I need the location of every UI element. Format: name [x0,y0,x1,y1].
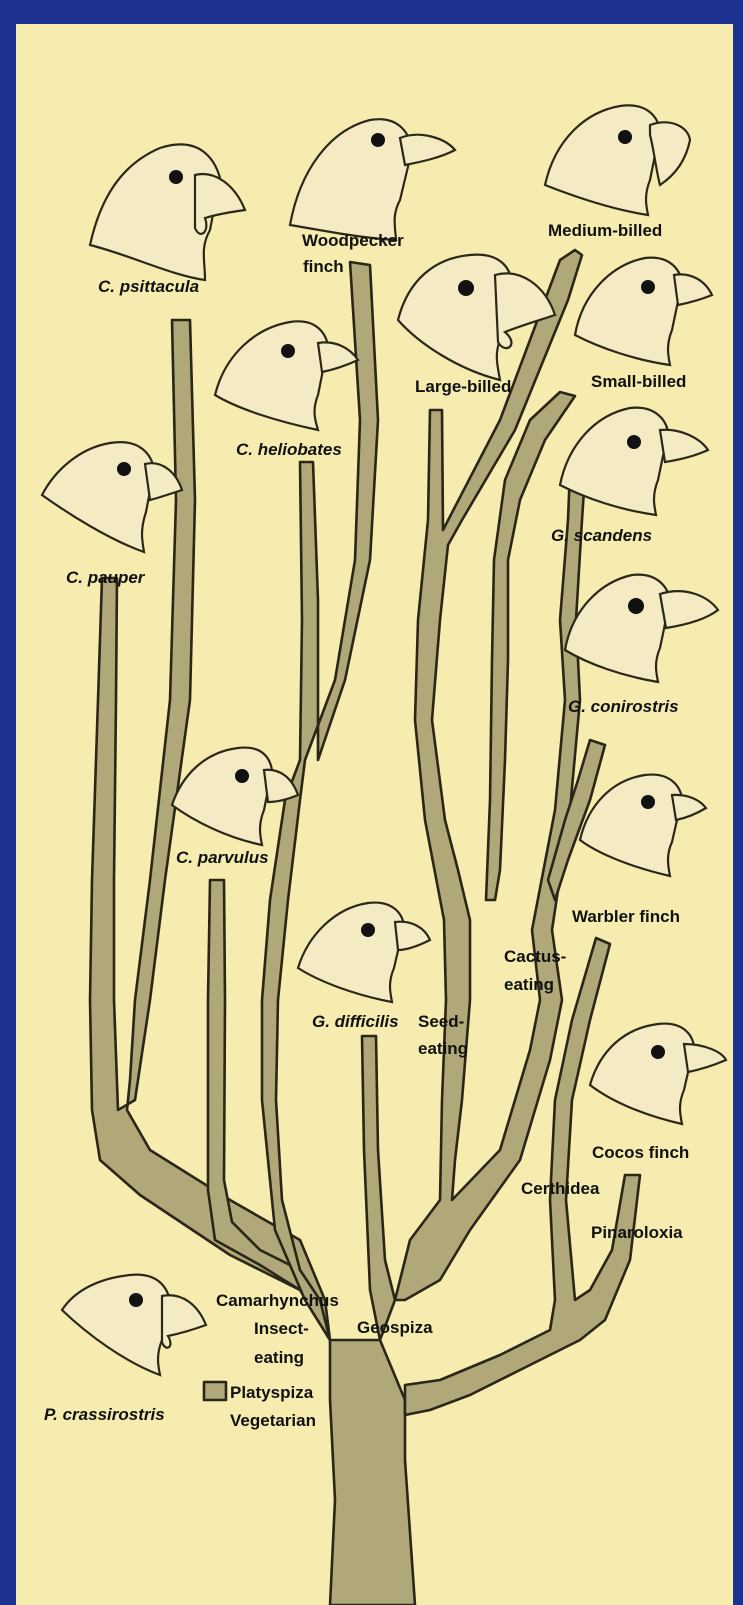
label-cactus-2: eating [504,975,554,994]
label-small-billed: Small-billed [591,372,686,391]
label-p-crassirostris: P. crassirostris [44,1405,165,1424]
label-seed-2: eating [418,1039,468,1058]
label-g-scandens: G. scandens [551,526,652,545]
bird-head-small-billed [575,258,712,365]
label-woodpecker-1: Woodpecker [302,231,404,250]
bird-head-medium-billed [545,105,690,215]
label-insect-2: eating [254,1348,304,1367]
bird-head-c-pauper [42,442,182,552]
diagram-panel: C. psittacula Woodpecker finch Medium-bi… [16,24,733,1605]
label-certhidea: Certhidea [521,1179,600,1198]
bird-head-c-psittacula [90,144,245,280]
label-medium-billed: Medium-billed [548,221,662,240]
bird-head-cocos-finch [590,1024,726,1124]
bird-head-g-conirostris [565,575,718,682]
bird-head-c-parvulus [172,748,298,845]
label-c-parvulus: C. parvulus [176,848,269,867]
label-seed-1: Seed- [418,1012,464,1031]
label-warbler-finch: Warbler finch [572,907,680,926]
label-g-conirostris: G. conirostris [568,697,679,716]
label-g-difficilis: G. difficilis [312,1012,399,1031]
label-pinaroloxia: Pinaroloxia [591,1223,683,1242]
bird-head-warbler-finch [580,775,706,876]
label-woodpecker-2: finch [303,257,344,276]
label-insect-1: Insect- [254,1319,309,1338]
label-c-heliobates: C. heliobates [236,440,342,459]
bird-head-p-crassirostris [62,1275,206,1375]
bird-head-woodpecker-finch [290,119,455,240]
label-vegetarian: Vegetarian [230,1411,316,1430]
label-platyspiza: Platyspiza [230,1383,314,1402]
branch-g-difficilis [362,1036,395,1340]
branch-platyspiza [204,1382,226,1400]
label-cocos-finch: Cocos finch [592,1143,689,1162]
finch-phylogeny-diagram: C. psittacula Woodpecker finch Medium-bi… [16,24,733,1605]
label-large-billed: Large-billed [415,377,511,396]
bird-head-g-difficilis [298,903,430,1002]
label-c-pauper: C. pauper [66,568,146,587]
label-cactus-1: Cactus- [504,947,566,966]
tree-trunk [330,1340,415,1605]
label-c-psittacula: C. psittacula [98,277,199,296]
label-camarhynchus: Camarhynchus [216,1291,339,1310]
label-geospiza: Geospiza [357,1318,433,1337]
bird-head-c-heliobates [215,321,358,430]
